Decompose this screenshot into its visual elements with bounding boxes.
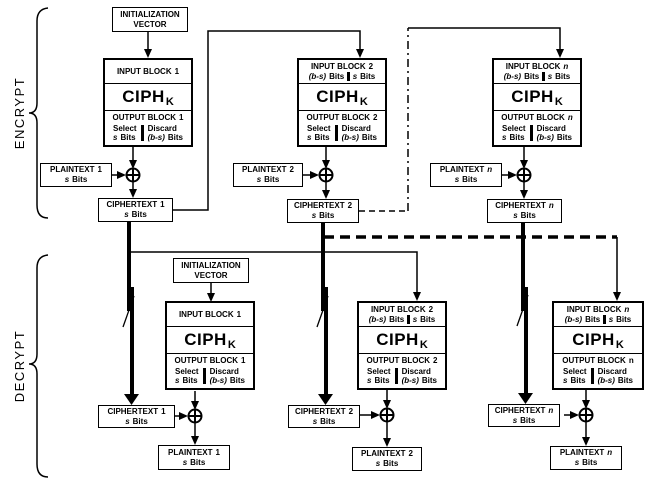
encrypt-label: ENCRYPT [12,76,27,150]
divider-bar [529,125,533,142]
divider-bar [590,368,594,385]
iv-line2: VECTOR [133,19,167,29]
encrypt-iv-box: INITIALIZATION VECTOR [112,7,188,32]
enc2-feedback-line [408,27,561,49]
divider-bar [542,71,545,81]
enc2-xor [318,167,334,183]
ciph-k-n: CIPHK [494,83,580,110]
dec-ciph-k-n: CIPHK [554,326,642,353]
cipher1-break-slash [122,295,135,328]
decrypt-brace [28,254,49,478]
divider-bar [603,314,606,324]
divider-bar [394,368,398,385]
decn-xor [578,407,594,423]
cipher2-break-slash [316,295,329,328]
iv-line1: INITIALIZATION [181,260,241,270]
ciphern-break-slash [516,294,529,327]
ciph-k-1: CIPHK [105,83,191,110]
encn-xor [516,167,532,183]
decrypt-label: DECRYPT [12,329,27,403]
divider-bar [347,71,350,81]
dec-ciph-k-2: CIPHK [359,326,445,353]
divider-bar [140,125,144,142]
enc1-xor [125,167,141,183]
iv-line2: VECTOR [194,270,228,280]
decrypt-iv-box: INITIALIZATION VECTOR [173,258,249,283]
iv-line1: INITIALIZATION [120,9,180,19]
dec2-xor [379,407,395,423]
ciph-k-2: CIPHK [299,83,385,110]
dec-ciph-k-1: CIPHK [167,326,253,353]
divider-bar [202,368,206,385]
divider-bar [407,314,410,324]
divider-bar [334,125,338,142]
dec1-xor [187,408,203,424]
